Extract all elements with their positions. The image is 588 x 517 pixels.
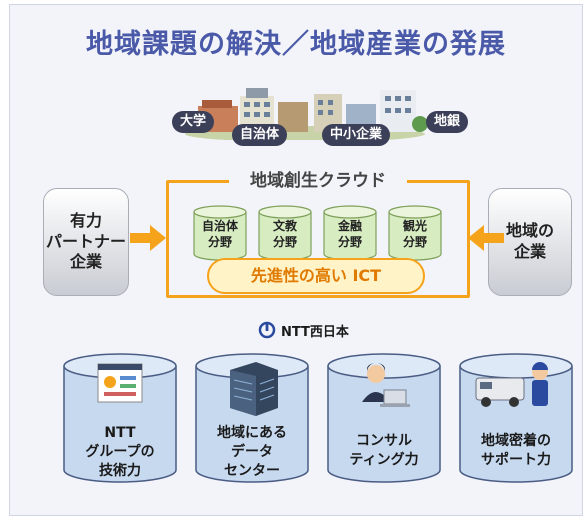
strength-cylinder-datacenter: 地域にある データ センター: [194, 352, 310, 484]
strength-label-consulting: コンサル ティング力: [349, 433, 419, 468]
strength-label-datacenter: 地域にある データ センター: [217, 425, 287, 479]
field-cylinder-tourism: 観光 分野: [388, 205, 442, 261]
field-cylinder-finance: 金融 分野: [323, 205, 377, 261]
strength-label-technology: NTT グループの 技術力: [85, 425, 155, 479]
field-cylinder-municipality: 自治体 分野: [193, 205, 247, 261]
ntt-logo-icon: [258, 321, 276, 339]
label-regional-bank: 地銀: [426, 111, 469, 133]
arrow-right-into-cloud: [468, 225, 504, 251]
field-label-municipality: 自治体 分野: [201, 219, 238, 250]
diagram-title: 地域課題の解決／地域産業の発展: [86, 29, 506, 60]
ntt-logo-text: NTT西日本: [281, 324, 349, 340]
town-illustration: [184, 88, 428, 140]
arrow-left-into-cloud: [130, 225, 166, 251]
advanced-ict-cloud: 先進性の高い ICT: [207, 258, 425, 294]
strength-label-support: 地域密着の サポート力: [481, 433, 551, 468]
label-municipality: 自治体: [232, 124, 288, 146]
field-cylinder-education: 文教 分野: [258, 205, 312, 261]
label-university: 大学: [172, 111, 215, 133]
label-sme: 中小企業: [322, 124, 391, 146]
field-label-education: 文教 分野: [272, 219, 297, 250]
strength-cylinder-consulting: コンサル ティング力: [326, 352, 442, 484]
partner-box-right: 地域の 企業: [488, 188, 572, 296]
regional-cloud-title: 地域創生クラウド: [229, 166, 407, 191]
strength-cylinder-support: 地域密着の サポート力: [458, 352, 574, 484]
strength-cylinder-technology: NTT グループの 技術力: [62, 352, 178, 484]
ntt-west-logo: NTT西日本: [258, 321, 368, 340]
field-label-tourism: 観光 分野: [402, 219, 427, 250]
field-label-finance: 金融 分野: [337, 219, 362, 250]
partner-box-left: 有力 パートナー 企業: [43, 188, 129, 296]
